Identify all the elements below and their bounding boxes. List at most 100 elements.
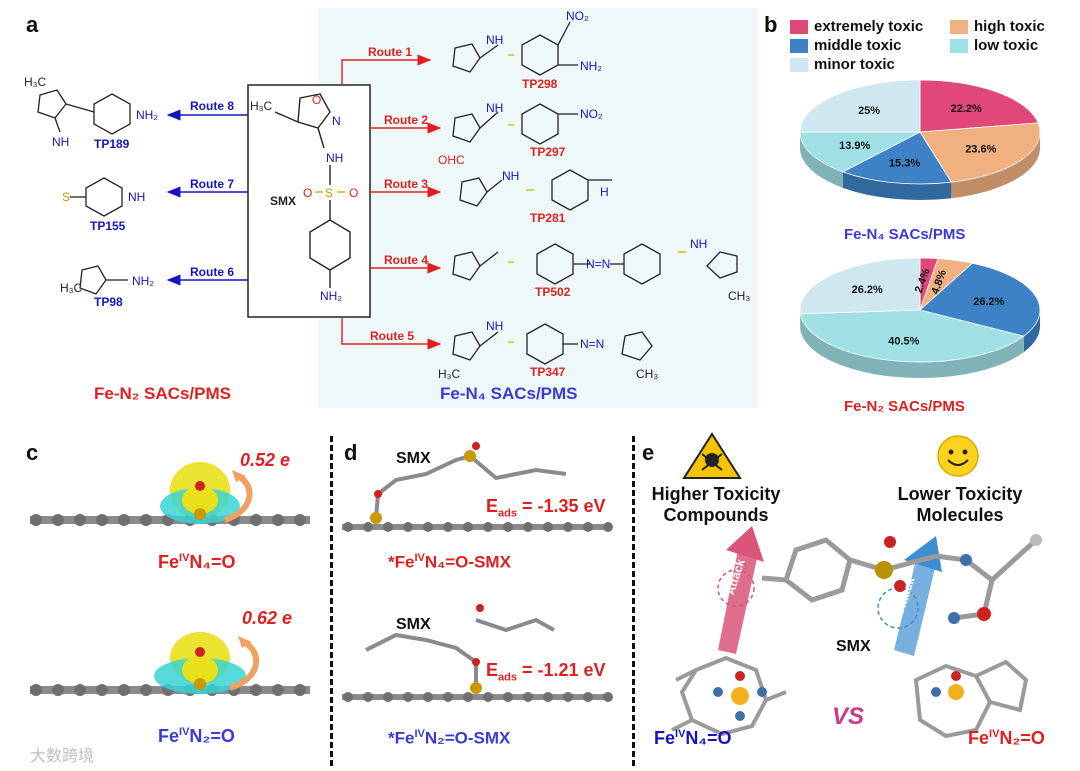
smx-label-d-bottom: SMX (396, 616, 431, 633)
atom-nh-tp502: NH (690, 237, 707, 251)
pie2-slice-low-toxic (799, 309, 1025, 363)
atom-nh-tp155: NH (128, 190, 145, 204)
atom-h3c-tp347: H₃C (438, 367, 461, 381)
atom-nh-tp189: NH (52, 135, 69, 149)
slab-atom (294, 684, 306, 696)
route-7-label: Route 7 (190, 177, 234, 191)
smx-molecule (761, 537, 1038, 621)
legend-minor: minor toxic (790, 56, 895, 73)
pie1-side-middle-toxic (842, 171, 952, 200)
slab-atom (96, 514, 108, 526)
slab-atom (272, 514, 284, 526)
pie1-slice-minor-toxic (799, 79, 921, 133)
mechanism-figure: VS Attack Attack (671, 432, 1042, 739)
caption-fe-n4-right: Fe-N₄ SACs/PMS (440, 384, 578, 403)
panel-letter-b: b (764, 12, 778, 37)
atom-s-tp155: S (62, 190, 70, 204)
product-tp189: TP189 (94, 137, 130, 151)
panel-a: a (0, 0, 760, 410)
d-slab-bottom (343, 692, 613, 702)
slab-atom (583, 692, 593, 702)
pie-title-fe-n4: Fe-N₄ SACs/PMS (844, 226, 966, 243)
product-labels: TP298 TP297 TP281 TP502 TP347 TP98 TP155… (90, 77, 571, 379)
slab-atom (343, 522, 353, 532)
slab-atom (603, 522, 613, 532)
atom-o-smx-a: O (303, 186, 312, 200)
smx-chain-top (374, 454, 567, 519)
atom-no2-tp298: NO₂ (566, 9, 589, 23)
slab-atom (272, 684, 284, 696)
atom-h3c-smx: H₃C (250, 99, 273, 113)
pie1-slice-extremely-toxic (919, 79, 1039, 133)
smiley-icon (937, 435, 979, 477)
pie1-side-low-toxic (800, 132, 843, 188)
panel-b: b extremely toxic high toxic middle toxi… (760, 0, 1080, 420)
atom-nh-smx: NH (326, 151, 343, 165)
atom-nh2-tp98: NH₂ (132, 274, 154, 288)
smx-label-e: SMX (836, 638, 871, 655)
slab-atom (118, 514, 130, 526)
pie-chart-fe-n4: 22.2%23.6%15.3%13.9%25% (799, 79, 1041, 200)
product-tp155: TP155 (90, 219, 126, 233)
pie2-slice-middle-toxic (919, 262, 1041, 337)
slab-atom (403, 692, 413, 702)
atom-h3c-tp189: H₃C (24, 75, 47, 89)
label-fe-iv-n2-o-smx: *FeIVN₂=O-SMX (388, 728, 511, 748)
slab-atom (363, 692, 373, 702)
swatch-minor (790, 57, 808, 72)
pie1-slice-high-toxic (919, 122, 1041, 183)
atom-nh-tp298: NH (486, 33, 503, 47)
panel-d: d SMX SMX Eads = -1.35 eV Eads = -1.21 e… (336, 430, 632, 771)
slab-atom (423, 522, 433, 532)
label-fe-iv-n2-o-e: FeIVN₂=O (968, 728, 1045, 748)
pie2-label-middle-toxic: 26.2% (973, 296, 1004, 308)
pie1-label-high-toxic: 23.6% (965, 144, 996, 156)
product-tp502: TP502 (535, 285, 571, 299)
charge-transfer-fe-n2: 0.62 e (242, 608, 293, 628)
adsorption-figures (342, 442, 613, 702)
product-tp298: TP298 (522, 77, 558, 91)
route-2-label: Route 2 (384, 113, 428, 127)
panel-c: c 0.52 e 0.62 e FeIVN₄=O FeIVN₂=O (0, 430, 320, 771)
d-slab-top (343, 522, 613, 532)
atom-nn-tp502: N=N (586, 257, 610, 271)
atom-nh-tp297: NH (486, 101, 503, 115)
swatch-low (950, 38, 968, 53)
product-sulfonyls (508, 54, 686, 343)
route-6-label: Route 6 (190, 265, 234, 279)
product-tp281: TP281 (530, 211, 566, 225)
product-skeletons-left (37, 89, 131, 295)
pie1-label-middle-toxic: 15.3% (889, 157, 920, 169)
charge-transfer-fe-n4: 0.52 e (240, 450, 291, 470)
atom-ohc-tp297: OHC (438, 153, 465, 167)
fe-n4-catalyst (671, 655, 787, 737)
smx-label-d-top: SMX (396, 450, 431, 467)
swatch-extremely (790, 19, 808, 34)
fe-atom-right (948, 684, 964, 700)
slab-atom (250, 514, 262, 526)
label-fe-iv-n4-o-smx: *FeIVN₄=O-SMX (388, 552, 511, 572)
smx-atoms (875, 534, 1042, 624)
product-skeletons-right (452, 21, 738, 365)
legend-high: high toxic (950, 18, 1045, 35)
atom-no2-tp297: NO₂ (580, 107, 603, 121)
legend-middle: middle toxic (790, 37, 902, 54)
slab-atom (140, 514, 152, 526)
route-5-label: Route 5 (370, 329, 414, 343)
label-fe-iv-n2-o-c: FeIVN₂=O (158, 726, 235, 746)
atom-nh2-tp298: NH₂ (580, 59, 602, 73)
fe-atom-left (731, 687, 749, 705)
panel-letter-d: d (344, 440, 358, 465)
product-tp98: TP98 (94, 295, 123, 309)
caption-fe-n2-left: Fe-N₂ SACs/PMS (94, 384, 231, 403)
divider-de (632, 436, 635, 766)
atom-nn-tp347: N=N (580, 337, 604, 351)
lower-toxicity-label: Lower Toxicity Molecules (897, 484, 1023, 525)
slab-atoms-top (30, 514, 306, 526)
slab-atom (443, 522, 453, 532)
slab-atom (563, 522, 573, 532)
attack-arrow-left (717, 526, 764, 654)
swatch-high (950, 19, 968, 34)
panel-a-scheme: H₃C O N NH S O O NH₂ NO₂ NH₂ NH NO₂ OHC … (24, 9, 750, 381)
pie2-side-low-toxic (800, 313, 1024, 378)
